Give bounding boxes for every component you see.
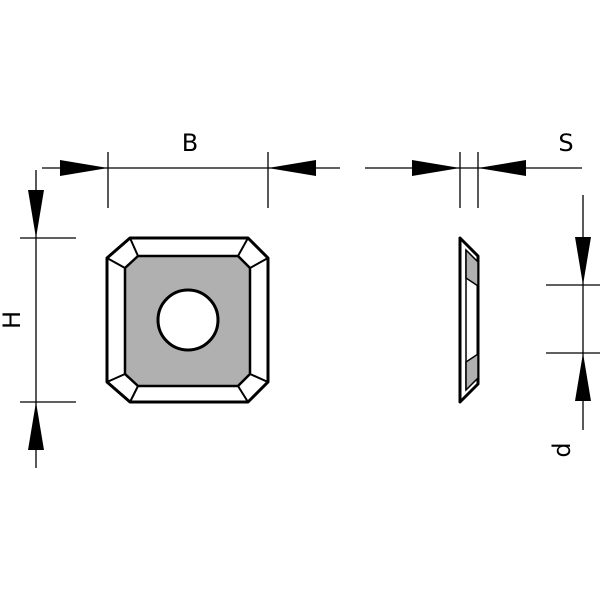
dimension-h: H <box>0 170 76 468</box>
dim-s-label: S <box>558 129 573 157</box>
side-shade-lower <box>465 352 479 392</box>
dim-h-arrow-bottom <box>28 402 44 450</box>
bevel-edge-bottom-right-b <box>237 385 249 403</box>
bevel-edge-top-right-b <box>249 257 269 269</box>
dimension-b: B <box>42 129 340 208</box>
bevel-edge-top-right <box>237 237 249 257</box>
bevel-edge-bottom-left-b <box>106 373 126 383</box>
dim-b-arrow-left <box>60 160 108 176</box>
bevel-edge-bottom-left <box>129 385 139 403</box>
dim-d-label: d <box>548 442 576 457</box>
dim-b-label: B <box>182 129 198 157</box>
side-shade-upper <box>465 248 479 288</box>
bevel-edge-top-left <box>129 237 139 257</box>
insert-front-view <box>105 236 270 404</box>
bevel-edge-top-left-b <box>106 257 126 269</box>
dim-h-label: H <box>0 311 26 329</box>
bevel-edge-bottom-right <box>249 373 269 383</box>
dimension-d: d <box>546 195 600 458</box>
dim-d-arrow-top <box>575 237 591 285</box>
insert-center-hole <box>156 288 220 352</box>
insert-side-view <box>458 236 480 404</box>
dim-h-arrow-top <box>28 190 44 238</box>
dim-b-arrow-right <box>268 160 316 176</box>
dim-s-arrow-left <box>412 160 460 176</box>
dim-d-arrow-bottom <box>575 353 591 401</box>
dimension-s: S <box>365 129 582 208</box>
dim-s-arrow-right <box>478 160 526 176</box>
